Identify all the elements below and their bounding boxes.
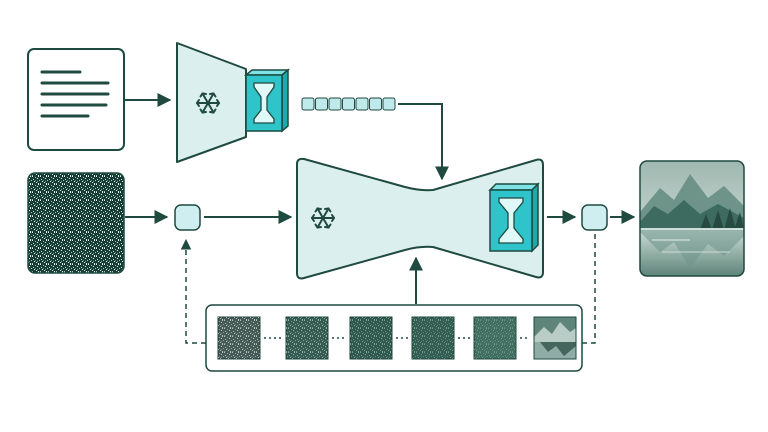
dashed-loop-left	[180, 238, 206, 344]
output-node	[581, 204, 608, 231]
noise-image-icon	[27, 172, 125, 274]
step-noise-texture	[350, 317, 392, 359]
input-node	[174, 204, 201, 231]
step-noise-texture	[412, 317, 454, 359]
token-cell	[369, 97, 382, 111]
unet-frozen	[296, 157, 544, 280]
arrow-tokens-to-unet	[398, 103, 449, 181]
step-thumbnail-final	[533, 316, 577, 360]
token-cell	[315, 97, 328, 111]
adapter-block-icon	[488, 182, 540, 253]
dashed-loop-right	[582, 232, 596, 344]
token-cell	[342, 97, 355, 111]
step-noise-texture	[474, 317, 516, 359]
step-noise-texture	[218, 317, 260, 359]
token-sequence	[301, 97, 396, 111]
adapter-block-icon	[243, 68, 291, 133]
denoising-step-thumbnails	[217, 316, 530, 360]
token-cell	[301, 97, 315, 111]
landscape-image-icon	[639, 160, 745, 277]
token-cell	[355, 97, 369, 111]
step-noise-texture	[286, 317, 328, 359]
snowflake-icon	[195, 92, 221, 114]
text-encoder-frozen	[176, 42, 247, 163]
text-prompt-card	[27, 48, 125, 151]
denoising-steps-panel	[205, 304, 583, 372]
text-lines-icon	[40, 70, 110, 118]
token-cell	[328, 97, 342, 111]
snowflake-icon	[310, 207, 336, 229]
token-cell	[382, 97, 396, 111]
